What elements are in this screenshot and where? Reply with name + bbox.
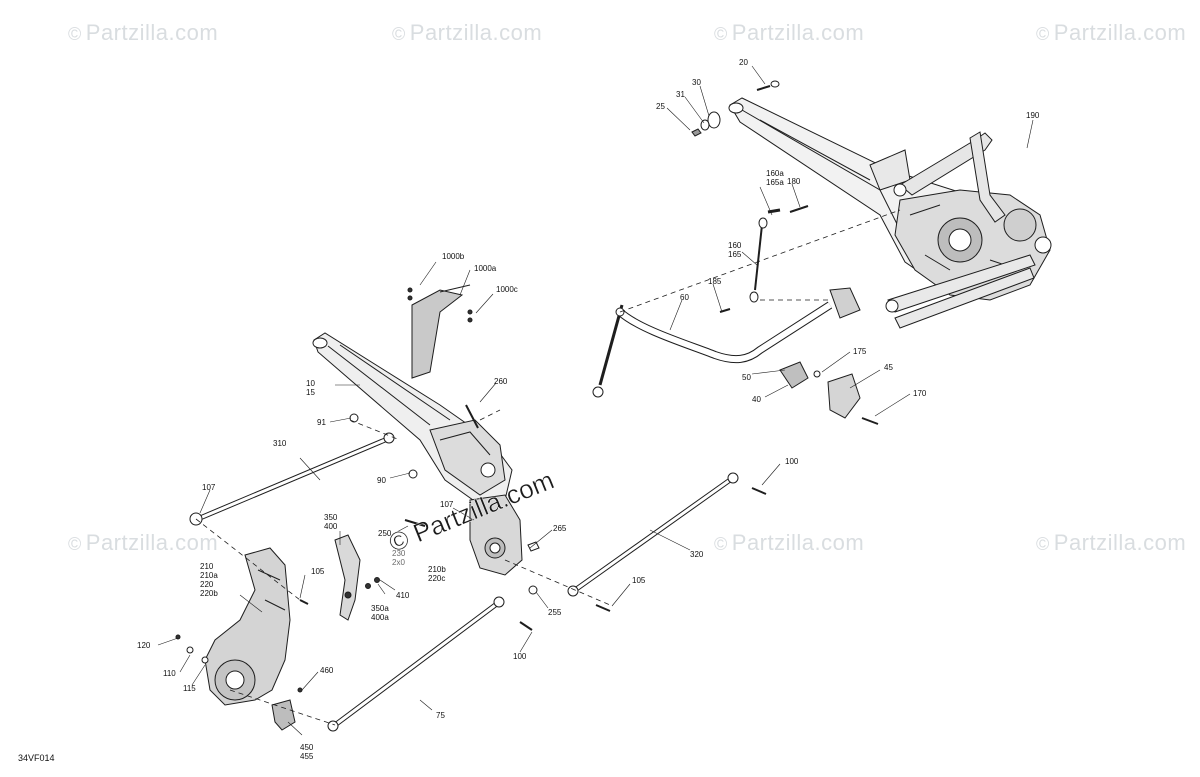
callout-175[interactable]: 175 (853, 347, 867, 356)
watermark: ©Partzilla.com (714, 20, 864, 46)
callout-100-bottom[interactable]: 100 (513, 652, 527, 661)
callout-105-right[interactable]: 105 (632, 576, 646, 585)
watermark: ©Partzilla.com (392, 20, 542, 46)
pivot-bolt-hardware (691, 80, 780, 137)
watermark: ©Partzilla.com (68, 20, 218, 46)
watermark-text: Partzilla.com (409, 20, 543, 45)
callout-120[interactable]: 120 (137, 641, 151, 650)
lower-link (327, 596, 533, 732)
lower-control-arms (885, 236, 1052, 329)
lateral-link (567, 472, 767, 612)
callout-350[interactable]: 350 400 (324, 513, 338, 531)
heat-shield (334, 534, 361, 621)
watermark-text: Partzilla.com (1053, 530, 1187, 555)
copyright-icon: © (68, 24, 82, 44)
center-trailing-arm (312, 332, 513, 506)
upper-control-arm (893, 131, 1006, 223)
callout-50[interactable]: 50 (742, 373, 751, 382)
callout-170[interactable]: 170 (913, 389, 927, 398)
callout-10[interactable]: 10 15 (306, 379, 315, 397)
callout-40[interactable]: 40 (752, 395, 761, 404)
callout-190[interactable]: 190 (1026, 111, 1040, 120)
callout-31[interactable]: 31 (676, 90, 685, 99)
watermark-text: Partzilla.com (85, 530, 219, 555)
callout-250[interactable]: 250 (378, 529, 392, 538)
callout-210b[interactable]: 210b 220c (428, 565, 446, 583)
copyright-icon: © (1036, 24, 1050, 44)
watermark-text: Partzilla.com (85, 20, 219, 45)
callout-115[interactable]: 115 (183, 684, 196, 693)
callout-260[interactable]: 260 (494, 377, 508, 386)
diagram-code: 34VF014 (18, 753, 55, 763)
callout-107-center[interactable]: 107 (440, 500, 454, 509)
copyright-icon: © (392, 24, 406, 44)
callout-310[interactable]: 310 (273, 439, 287, 448)
watermark: ©Partzilla.com (714, 530, 864, 556)
callout-410[interactable]: 410 (396, 591, 410, 600)
callout-2x0[interactable]: 230 2x0 (392, 549, 406, 567)
callout-1000b[interactable]: 1000b (442, 252, 465, 261)
knuckle-bracket (469, 494, 540, 576)
stabilizer-bar (592, 287, 861, 398)
toe-link (189, 432, 395, 526)
watermark-text: Partzilla.com (1053, 20, 1187, 45)
watermark-text: Partzilla.com (731, 20, 865, 45)
callout-180[interactable]: 180 (787, 177, 801, 186)
callout-160[interactable]: 160 165 (728, 241, 742, 259)
watermark: ©Partzilla.com (1036, 20, 1186, 46)
watermark: ©Partzilla.com (1036, 530, 1186, 556)
copyright-icon: © (714, 534, 728, 554)
callout-25[interactable]: 25 (656, 102, 665, 111)
callout-255[interactable]: 255 (548, 608, 562, 617)
sensor-bracket (271, 699, 296, 731)
fasteners (175, 404, 538, 693)
watermark: ©Partzilla.com (68, 530, 218, 556)
callout-100-right[interactable]: 100 (785, 457, 799, 466)
callout-450[interactable]: 450 455 (300, 743, 314, 761)
callout-75[interactable]: 75 (436, 711, 445, 720)
callout-460[interactable]: 460 (320, 666, 334, 675)
callout-160a[interactable]: 160a 165a (766, 169, 784, 187)
callout-320[interactable]: 320 (690, 550, 704, 559)
mud-guard (407, 284, 473, 379)
callout-30[interactable]: 30 (692, 78, 701, 87)
wheel-knuckle (204, 547, 291, 706)
callout-110[interactable]: 110 (163, 669, 176, 678)
callout-265[interactable]: 265 (553, 524, 567, 533)
callout-1000a[interactable]: 1000a (474, 264, 497, 273)
callout-60[interactable]: 60 (680, 293, 689, 302)
callout-45[interactable]: 45 (884, 363, 893, 372)
callout-185[interactable]: 185 (708, 277, 722, 286)
copyright-icon: © (68, 534, 82, 554)
watermark-text: Partzilla.com (731, 530, 865, 555)
stabilizer-link (719, 205, 809, 313)
callout-1000c[interactable]: 1000c (496, 285, 518, 294)
bushing-and-clamp (779, 361, 879, 425)
callout-210[interactable]: 210 210a 220 220b (200, 562, 218, 598)
callout-350a[interactable]: 350a 400a (371, 604, 389, 622)
copyright-icon: © (1036, 534, 1050, 554)
callout-90[interactable]: 90 (377, 476, 386, 485)
callout-107-left[interactable]: 107 (202, 483, 216, 492)
callout-20[interactable]: 20 (739, 58, 748, 67)
callout-105-left[interactable]: 105 (311, 567, 325, 576)
callout-91[interactable]: 91 (317, 418, 326, 427)
copyright-icon: © (714, 24, 728, 44)
leader-lines (157, 65, 1034, 736)
